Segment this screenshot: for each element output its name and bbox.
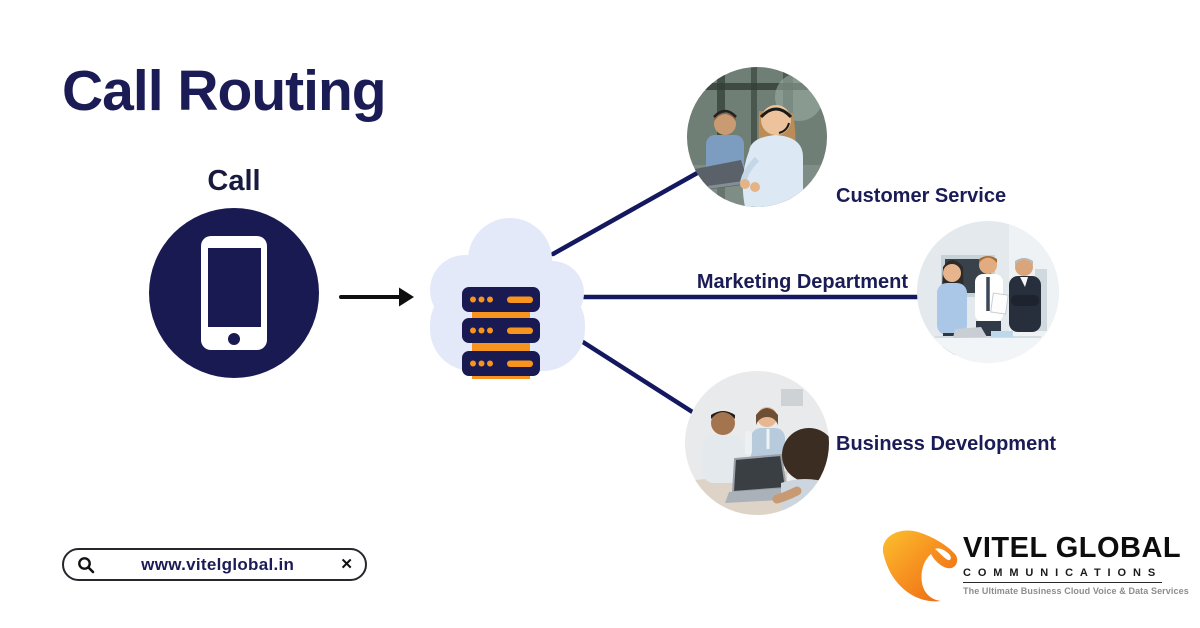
logo-division-text: COMMUNICATIONS (963, 567, 1163, 583)
logo-brand-text: VITEL GLOBAL (963, 532, 1182, 564)
flame-v-icon (882, 530, 958, 602)
label-business-development: Business Development (836, 433, 1057, 455)
call-source-label: Call (207, 165, 261, 197)
cloud-server-icon (420, 215, 595, 385)
website-search-bar[interactable]: www.vitelglobal.in ✕ (62, 548, 367, 581)
vitel-global-logo: VITEL GLOBAL COMMUNICATIONS The Ultimate… (878, 524, 1189, 616)
close-icon[interactable]: ✕ (340, 556, 353, 573)
website-url: www.vitelglobal.in (141, 554, 295, 574)
search-icon (77, 556, 95, 574)
server-rack-icon (462, 287, 540, 379)
label-marketing-department: Marketing Department (696, 271, 908, 293)
line-to-customer-service (550, 169, 702, 257)
photo-marketing-department (917, 221, 1059, 363)
page-title: Call Routing (62, 59, 387, 123)
logo-tagline-text: The Ultimate Business Cloud Voice & Data… (963, 586, 1189, 596)
line-to-business-development (558, 325, 697, 416)
flow-arrow (339, 287, 414, 307)
photo-business-development (685, 371, 829, 515)
label-customer-service: Customer Service (836, 185, 1007, 207)
photo-customer-service (687, 67, 827, 207)
phone-icon (149, 208, 319, 378)
